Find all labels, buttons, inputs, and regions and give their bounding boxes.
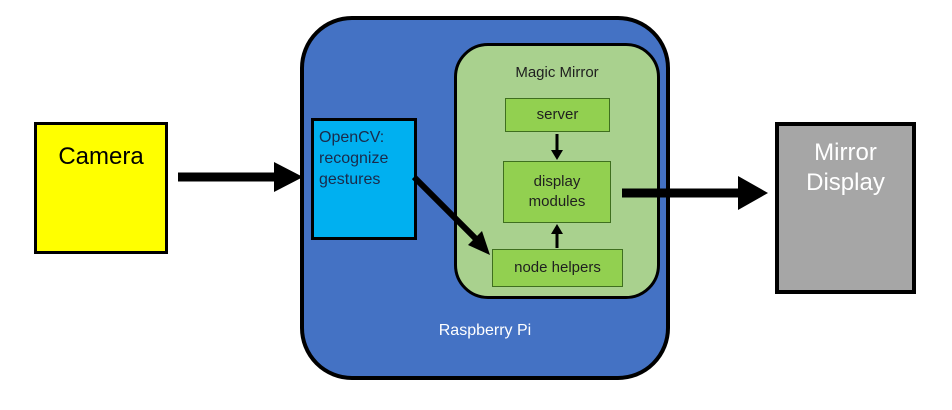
mirror-display-box: Mirror Display <box>775 122 916 294</box>
raspberry-pi-label: Raspberry Pi <box>438 322 532 339</box>
display-to-mirror-arrow <box>622 176 768 210</box>
node-helpers-label: node helpers <box>514 259 601 276</box>
helpers-to-display-arrow <box>551 224 563 248</box>
mirror-display-line-2: Display <box>806 169 885 196</box>
mirror-display-line-1: Mirror <box>814 139 877 166</box>
opencv-to-node-helpers-arrow <box>411 174 490 255</box>
opencv-line-2: recognize <box>319 150 389 167</box>
camera-box: Camera <box>34 122 168 254</box>
opencv-line-3: gestures <box>319 171 381 188</box>
server-label: server <box>536 106 579 123</box>
node-helpers-box: node helpers <box>492 249 623 287</box>
opencv-box: OpenCV: recognize gestures <box>311 118 417 240</box>
display-modules-line-2: modules <box>528 193 586 210</box>
server-box: server <box>505 98 610 132</box>
display-modules-box: display modules <box>503 161 611 223</box>
display-modules-line-1: display <box>533 173 581 190</box>
opencv-line-1: OpenCV: <box>319 129 385 146</box>
camera-label: Camera <box>58 143 144 170</box>
camera-to-opencv-arrow <box>178 162 303 192</box>
magic-mirror-label: Magic Mirror <box>515 64 599 81</box>
server-to-display-arrow <box>551 134 563 160</box>
